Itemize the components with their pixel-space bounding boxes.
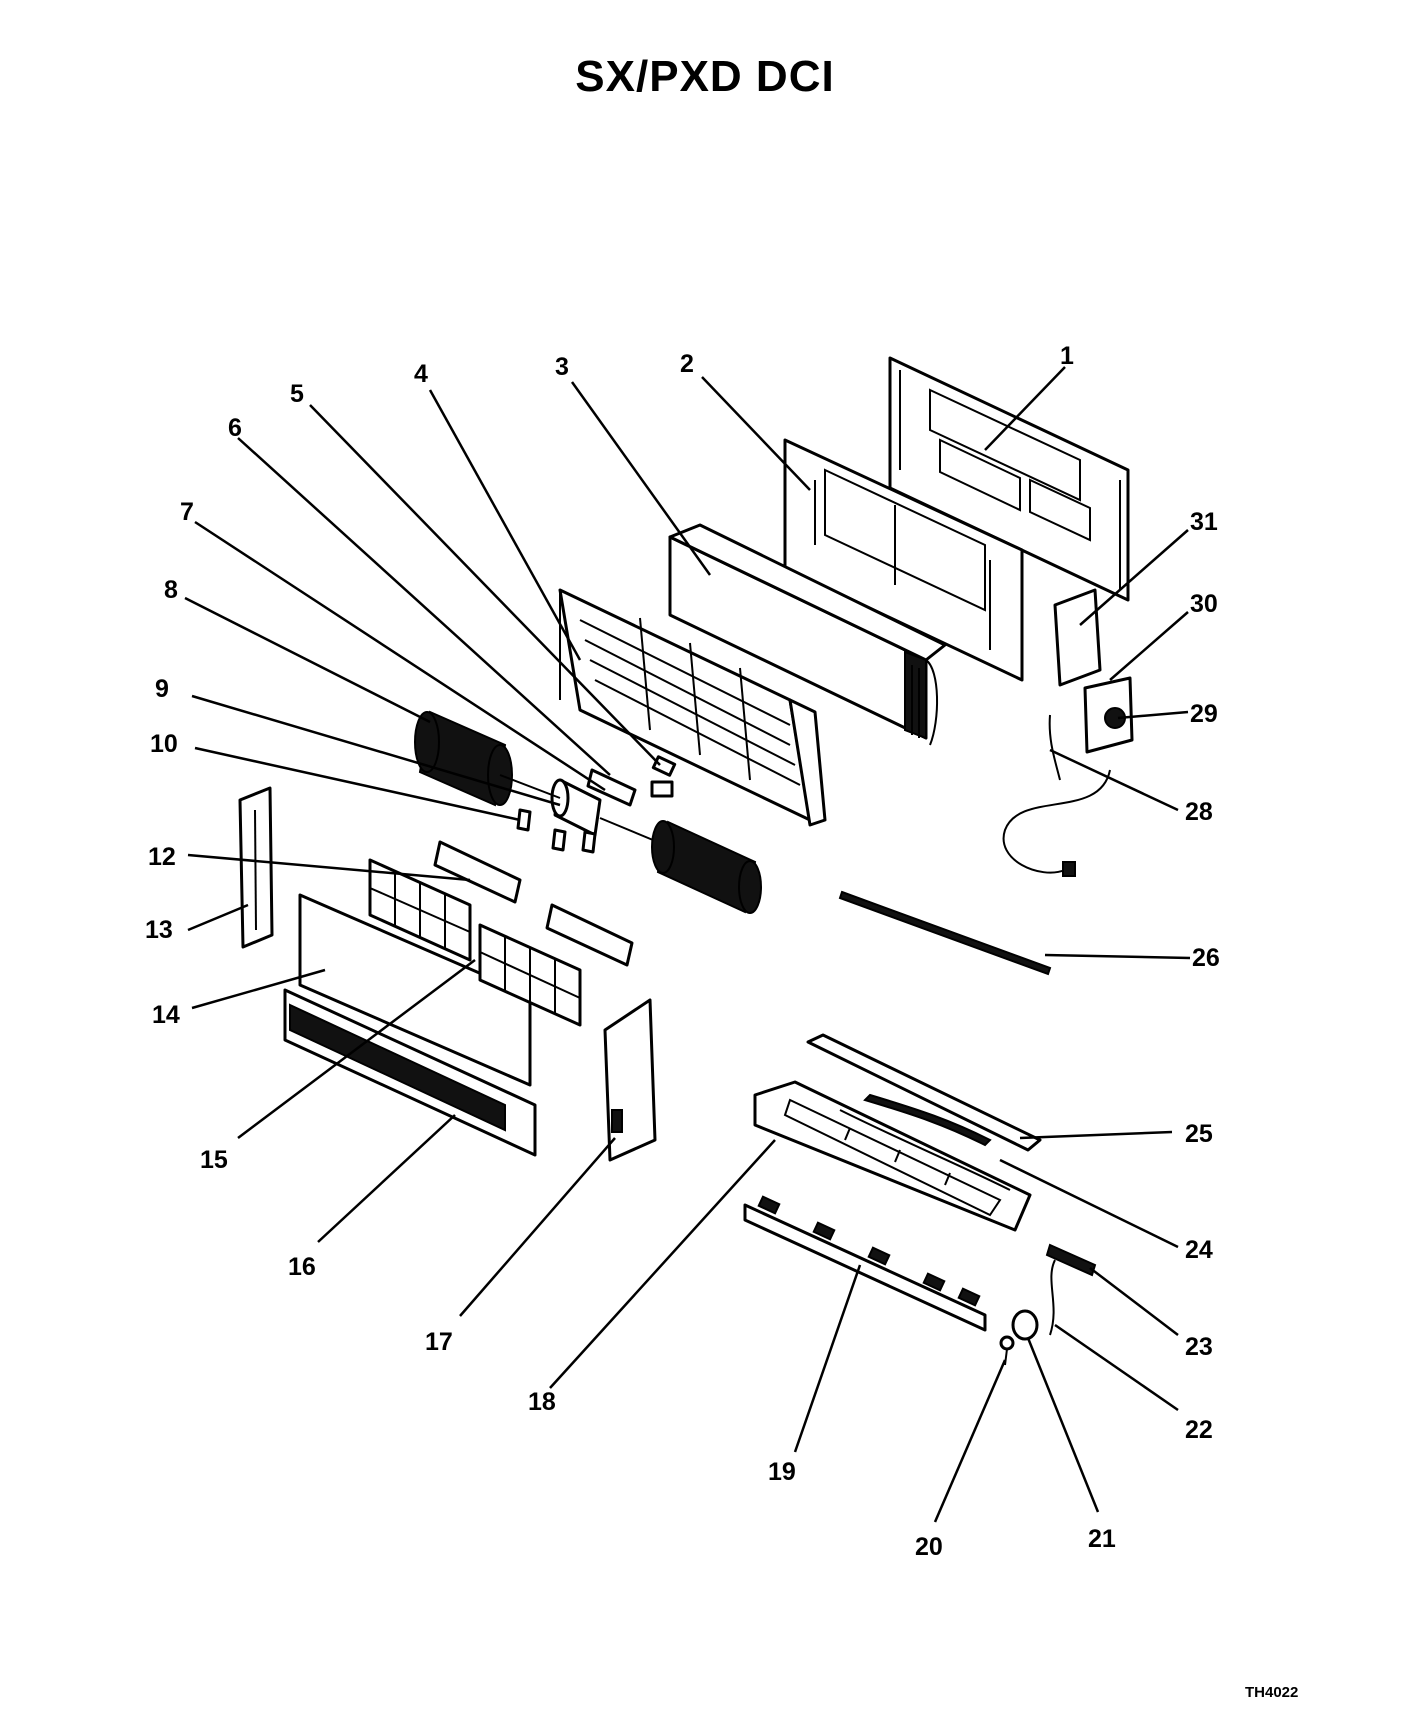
part-24-air-deflector [839, 1093, 1011, 1191]
part-3-evaporator-coil [668, 523, 947, 746]
callout-13: 13 [145, 916, 173, 944]
leader-2 [701, 376, 811, 491]
callout-21: 21 [1088, 1525, 1116, 1553]
drawing-code: TH4022 [1245, 1684, 1299, 1701]
leader-6 [237, 437, 611, 776]
callout-3: 3 [555, 353, 569, 381]
part-2-mounting-plate [783, 438, 1024, 682]
callout-2: 2 [680, 350, 694, 378]
part-12-filter-holder [433, 840, 634, 967]
part-13-left-end-cap [238, 786, 274, 949]
leader-29 [1117, 710, 1189, 720]
callout-15: 15 [200, 1146, 228, 1174]
callout-8: 8 [164, 576, 178, 604]
leader-5 [309, 404, 661, 766]
callout-24: 24 [1185, 1236, 1213, 1264]
leader-lines [184, 366, 1191, 1523]
callout-1: 1 [1060, 342, 1074, 370]
callout-19: 19 [768, 1458, 796, 1486]
leader-17 [459, 1137, 616, 1317]
part-4-chassis [558, 588, 827, 827]
callout-31: 31 [1190, 508, 1218, 536]
part-16-front-grille [283, 988, 537, 1157]
callout-9: 9 [155, 675, 169, 703]
part-15-air-filter [368, 858, 582, 1027]
blower-wheel-right [651, 820, 762, 914]
leader-18 [549, 1139, 776, 1389]
part-28-power-cord [1002, 714, 1111, 877]
callout-labels: 1 2 3 4 5 6 7 8 9 10 12 13 14 15 16 17 1… [145, 342, 1220, 1561]
part-26-drain-rod [838, 890, 1052, 976]
part-20-small-knob [999, 1335, 1015, 1366]
leader-7 [194, 520, 606, 792]
callout-5: 5 [290, 380, 304, 408]
leader-13 [187, 903, 249, 932]
leader-16 [317, 1114, 456, 1243]
callout-18: 18 [528, 1388, 556, 1416]
callout-28: 28 [1185, 798, 1213, 826]
callout-26: 26 [1192, 944, 1220, 972]
callout-14: 14 [152, 1001, 180, 1029]
callout-22: 22 [1185, 1416, 1213, 1444]
callout-6: 6 [228, 414, 242, 442]
leader-8 [184, 596, 431, 724]
part-21-stepper-motor [1011, 1309, 1039, 1341]
leader-20 [933, 1359, 1007, 1523]
leader-10 [194, 746, 521, 822]
part-8-blower-wheel [414, 710, 513, 807]
part-17-right-end-cap [603, 998, 657, 1162]
leader-22 [1054, 1323, 1179, 1412]
callout-20: 20 [915, 1533, 943, 1561]
callout-10: 10 [150, 730, 178, 758]
part-18-top-cover [753, 1080, 1032, 1232]
leader-12 [187, 853, 471, 882]
leader-4 [428, 389, 582, 661]
callout-30: 30 [1190, 590, 1218, 618]
part-14-front-panel [298, 893, 532, 1087]
leader-9 [191, 694, 561, 807]
diagram-title: SX/PXD DCI [575, 52, 835, 101]
callout-29: 29 [1190, 700, 1218, 728]
leader-25 [1019, 1130, 1173, 1140]
leader-28 [1049, 748, 1179, 812]
leader-30 [1109, 611, 1189, 681]
callout-12: 12 [148, 843, 176, 871]
part-5-bracket [651, 755, 677, 777]
callout-4: 4 [414, 360, 428, 388]
part-1-back-plate [888, 356, 1130, 602]
leader-15 [237, 959, 476, 1139]
callout-25: 25 [1185, 1120, 1213, 1148]
callout-23: 23 [1185, 1333, 1213, 1361]
callout-17: 17 [425, 1328, 453, 1356]
leader-23 [1089, 1267, 1179, 1336]
leader-26 [1044, 953, 1191, 960]
part-31-control-box-bracket [1053, 588, 1102, 687]
leader-3 [570, 381, 712, 576]
part-7-clip [650, 780, 674, 798]
part-25-top-strip [806, 1033, 1042, 1152]
leader-24 [999, 1158, 1179, 1249]
leader-14 [191, 968, 326, 1010]
callout-16: 16 [288, 1253, 316, 1281]
leader-1 [984, 366, 1066, 451]
leader-19 [793, 1264, 862, 1453]
part-10-motor-mount [516, 808, 597, 854]
part-23-sensor-board [1045, 1243, 1097, 1277]
part-19-louver-assembly [743, 1195, 987, 1332]
part-22-sensor-wire [1049, 1259, 1056, 1336]
callout-7: 7 [180, 498, 194, 526]
leader-21 [1026, 1337, 1100, 1513]
leader-31 [1079, 529, 1189, 626]
